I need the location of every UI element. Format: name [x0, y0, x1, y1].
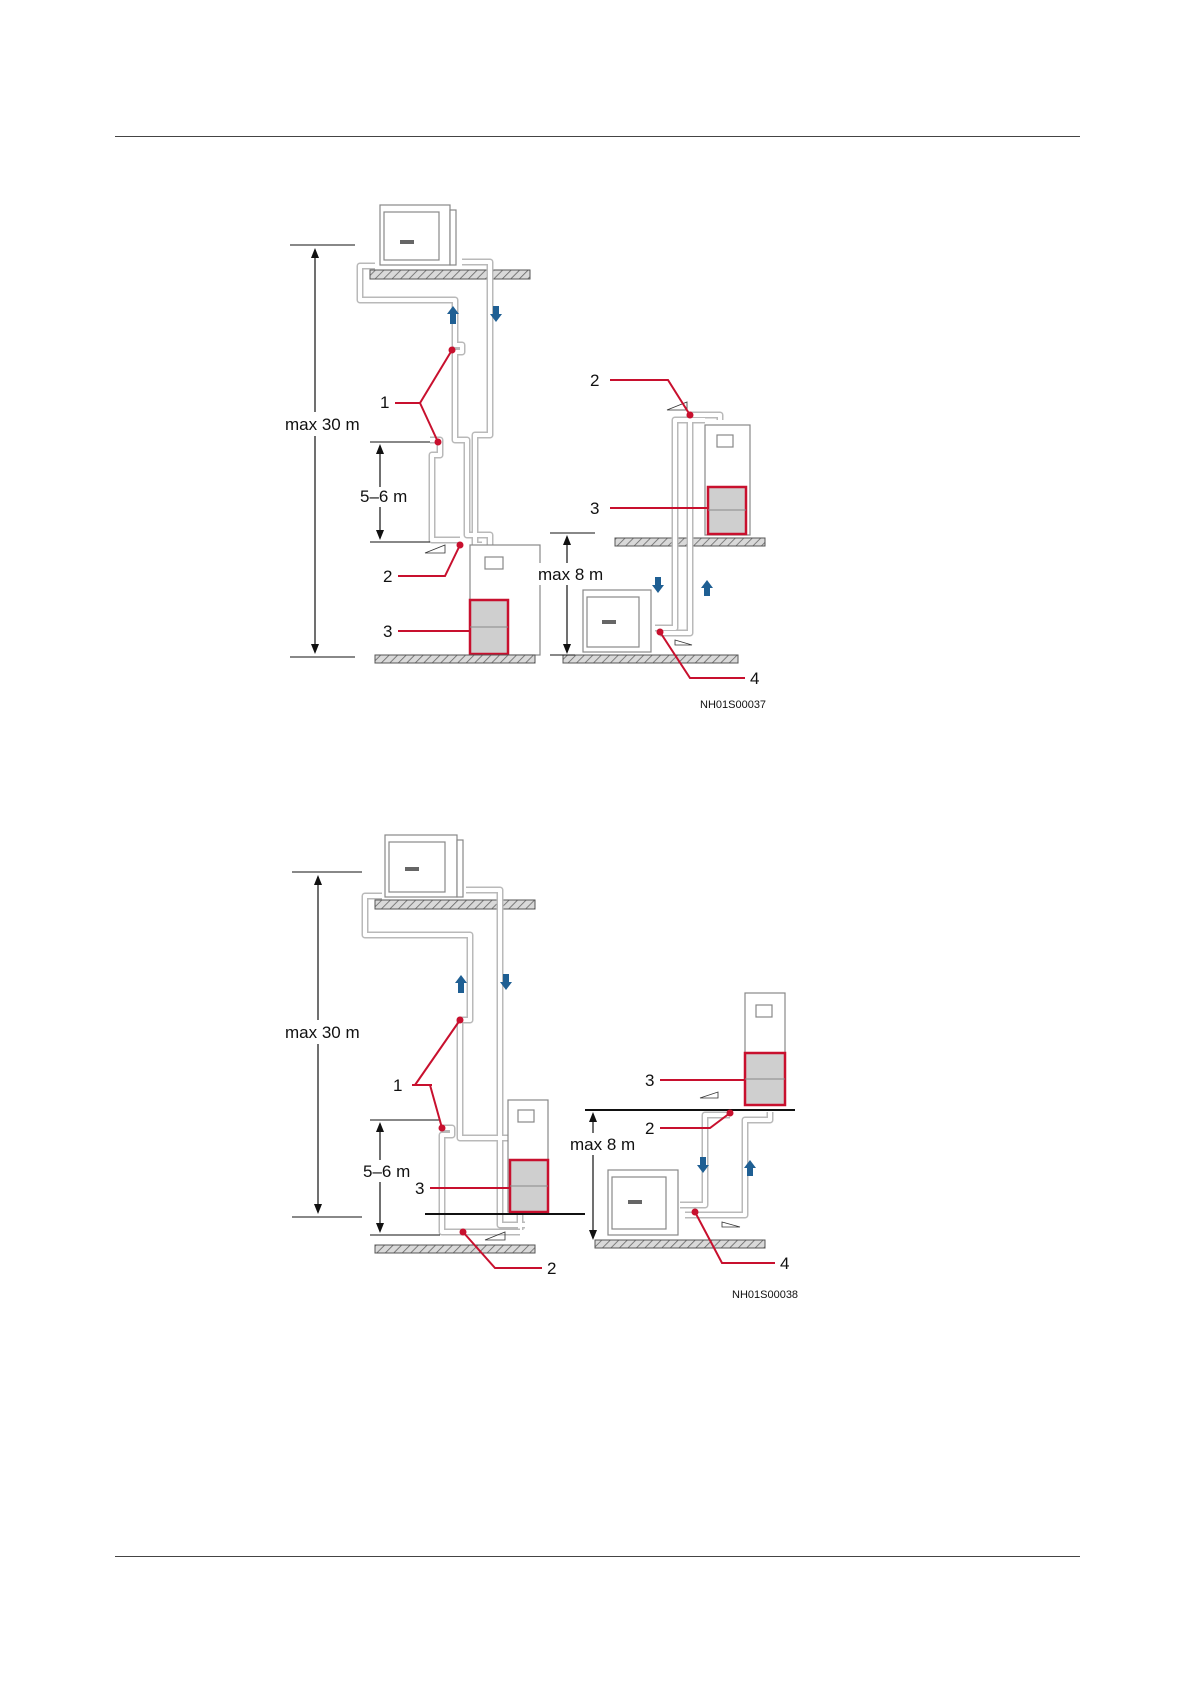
indoor-unit-upper [745, 993, 785, 1105]
outdoor-unit-lower [608, 1170, 678, 1235]
callout-4-label: 4 [750, 669, 759, 688]
height-dimension-left [280, 245, 370, 657]
flow-arrow-down-icon [652, 577, 664, 593]
flow-arrow-up-icon [701, 580, 713, 596]
height-dimension-left [283, 872, 373, 1217]
callout-2-label-right: 2 [645, 1119, 654, 1138]
callout-2-label: 2 [547, 1259, 556, 1278]
indoor-unit-left [508, 1100, 548, 1212]
callout-2-label: 2 [383, 567, 392, 586]
indoor-unit-upper [705, 425, 750, 535]
slope-icon [722, 1222, 740, 1227]
flow-arrow-up-icon [455, 975, 467, 993]
callout-2-label-right: 2 [590, 371, 599, 390]
indoor-unit-left [470, 545, 540, 655]
figure-2-diagram: max 30 m 5–6 m 1 3 2 [0, 800, 1191, 1340]
floor-slab-left [375, 655, 535, 663]
roof-slab [370, 270, 530, 279]
height-label-max8: max 8 m [538, 565, 603, 584]
height-label-max8: max 8 m [570, 1135, 635, 1154]
outdoor-unit-top [385, 835, 463, 897]
callout-2-leader [398, 542, 464, 577]
callout-1-leader [412, 1017, 464, 1132]
outdoor-unit-lower [583, 590, 651, 652]
ground-slab-right [595, 1240, 765, 1248]
ground-slab-right [563, 655, 738, 663]
callout-1-leader [395, 347, 456, 446]
figure-1-diagram: max 30 m 5–6 m 1 2 3 [0, 0, 1191, 740]
footer-rule [115, 1556, 1080, 1557]
callout-3-label: 3 [415, 1179, 424, 1198]
callout-3-label-right: 3 [590, 499, 599, 518]
roof-slab [375, 900, 535, 909]
callout-4-label: 4 [780, 1254, 789, 1273]
trap-label: 5–6 m [360, 487, 407, 506]
figure-code-2: NH01S00038 [732, 1289, 798, 1301]
trap-label: 5–6 m [363, 1162, 410, 1181]
floor-slab-left [375, 1245, 535, 1253]
callout-1-label: 1 [380, 393, 389, 412]
outdoor-unit-top [380, 205, 456, 265]
callout-3-label: 3 [383, 622, 392, 641]
callout-3-label-right: 3 [645, 1071, 654, 1090]
callout-1-label: 1 [393, 1076, 402, 1095]
slope-icon [700, 1092, 718, 1098]
slope-icon [675, 640, 692, 645]
figure-code-1: NH01S00037 [700, 699, 766, 711]
slope-icon [425, 545, 445, 553]
height-label-max30: max 30 m [285, 1023, 360, 1042]
callout-2-leader-right [610, 380, 694, 419]
height-label-max30: max 30 m [285, 415, 360, 434]
